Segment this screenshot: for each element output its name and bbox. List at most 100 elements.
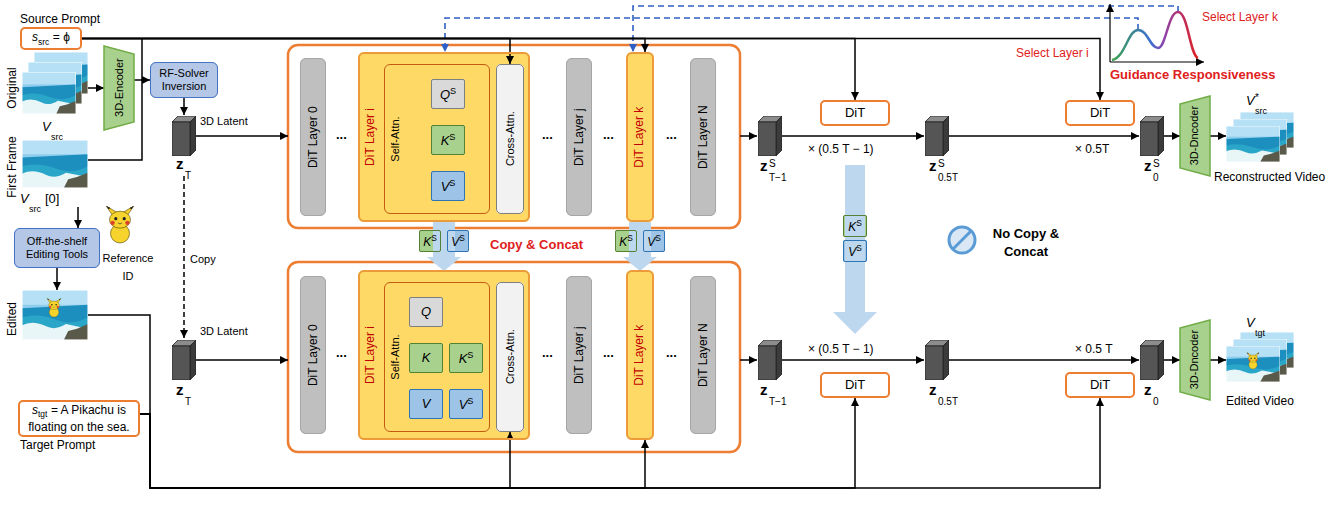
selected-dit-layer: DiT Layer k [626,270,654,440]
label-anchor: z [1144,158,1152,174]
label-anchor: Copy [190,250,216,266]
label-anchor: T [185,392,191,408]
box-label: DiT Layer j [572,326,586,384]
symbol-text: V [441,179,450,194]
reference-label: Reference ID [103,252,154,282]
box-fill [449,343,483,373]
box-fill [626,52,654,222]
box-label: DiT [845,105,865,120]
label-anchor: ... [666,126,677,142]
superscript: S [431,233,437,243]
dit-block: DiT [820,100,890,126]
label-anchor: S [769,154,776,170]
cross-attention-box: Cross-Attn. [496,282,524,432]
box-fill [18,400,140,437]
label-anchor: Copy & Concat [490,236,583,252]
box-fill [300,276,326,434]
superscript: S [938,158,945,169]
superscript: S [655,233,661,243]
label-anchor: × (0.5 T − 1) [808,140,874,156]
latent-symbol: z [176,155,184,172]
editing-tools-box: Off-the-shelf Editing Tools [14,228,100,268]
key-token: KS [615,230,637,252]
step-count: × 0.5T [1075,142,1109,156]
step-count: × 0.5 T [1075,342,1112,356]
box-fill [820,372,890,398]
box-label: DiT Layer k [633,106,647,167]
model-frame [288,262,740,452]
box-label: Cross-Attn. [503,329,516,384]
box-fill [1065,372,1135,398]
responsiveness-chart [1110,4,1204,62]
label-anchor: Select Layer k [1202,8,1278,24]
edited-video-frames [1226,332,1294,382]
latent-symbol: z [929,381,937,398]
image-label: Original [6,67,18,108]
superscript: S [769,158,776,169]
key-box: KS [431,125,465,155]
ellipsis: ... [542,127,553,142]
box-fill [150,62,218,98]
symbol-text: s [32,30,38,44]
connector-arrow [140,414,510,488]
ellipsis: ... [336,127,347,142]
box-fill [690,58,716,216]
box-heading: DiT Layer i [363,326,377,384]
label-anchor: ... [336,126,347,142]
no-copy-arrow [833,165,877,334]
value-token: VS [447,230,469,252]
box-fill [384,282,490,432]
box-fill [20,27,82,50]
symbol-label: V [42,119,51,134]
video-frames [22,52,88,114]
subscript: tgt [1255,328,1265,338]
selected-dit-layer: DiT Layer iSelf-Attn.QSKSVSCross-Attn. [358,52,530,222]
latent-symbol: z [1144,381,1152,398]
chart-annotation: Select Layer k [1202,10,1278,24]
first-frame-image [22,140,88,188]
connector-arrow [140,398,855,488]
key-token: KS [843,215,867,237]
symbol-text: K [619,235,627,249]
label-anchor: × (0.5 T − 1) [808,340,874,356]
dit-layer: DiT Layer N [690,276,716,434]
box-fill [496,64,524,214]
superscript: S [467,396,473,406]
box-fill [431,79,465,109]
query-box: Q [409,297,443,327]
selected-dit-layer: DiT Layer k [626,52,654,222]
ellipsis: ... [603,345,614,360]
label-anchor: × 0.5 T [1075,340,1112,356]
box-label: DiT Layer k [633,324,647,385]
superscript: S [1153,158,1160,169]
box-fill [690,276,716,434]
box-fill [566,58,592,216]
box-fill [1065,100,1135,126]
label-anchor: ... [666,344,677,360]
symbol-text: V [459,397,468,412]
symbol-text: K [459,351,468,366]
prohibition-icon [949,227,975,253]
box-heading: Source Prompt [20,12,100,26]
symbol-text: K [441,133,450,148]
subscript: T [185,396,191,407]
box-label: 3D-Encoder [112,59,125,118]
edited-frame-image [22,290,88,340]
image-label: First Frame [6,136,18,197]
box-label: Cross-Attn. [503,111,516,166]
trapezoid-fill [104,46,134,130]
box-fill [431,125,465,155]
operation-label: Copy & Concat [490,237,583,252]
image-label: Edited [6,302,18,336]
step-count: × (0.5 T − 1) [808,342,874,356]
symbol-text: V [848,245,856,259]
label-anchor: V [20,190,29,206]
ellipsis: ... [666,127,677,142]
reference-character [106,206,133,243]
box-fill [300,58,326,216]
label-anchor: ... [603,126,614,142]
key-token: KS [419,230,441,252]
label-anchor: S [938,154,945,170]
latent-symbol: z [760,381,768,398]
subscript: 0.5T [938,396,958,407]
